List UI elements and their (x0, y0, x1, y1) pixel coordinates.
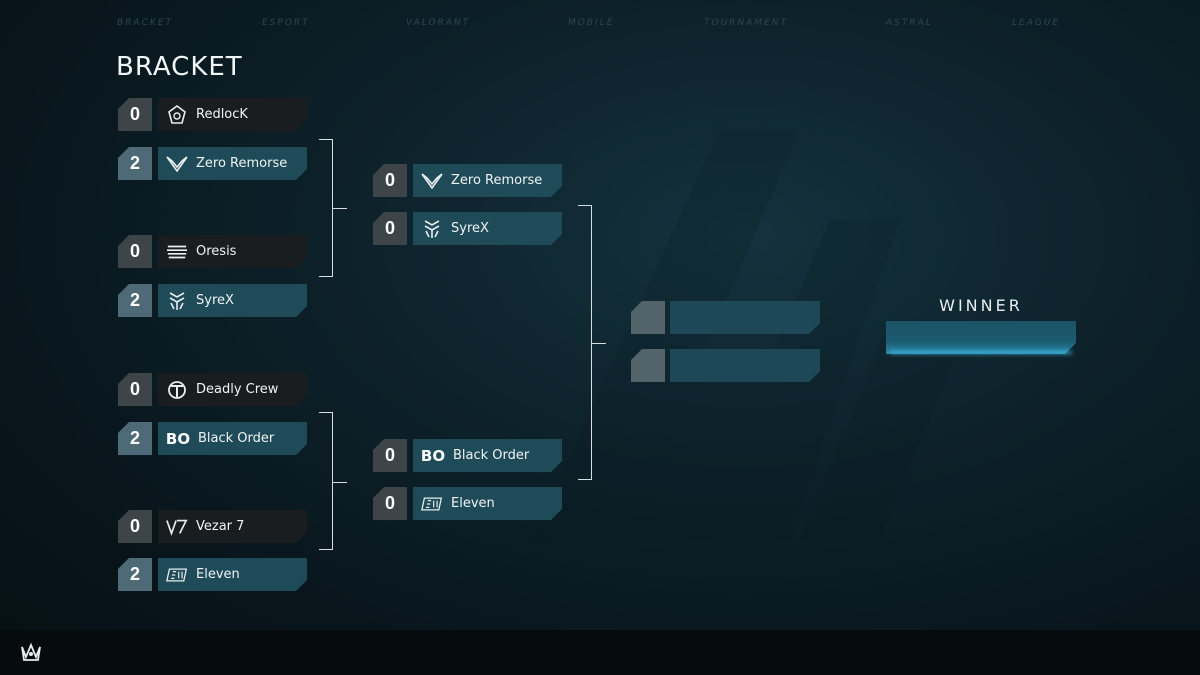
team-card[interactable]: Eleven (158, 558, 307, 591)
bracket-connector (333, 208, 347, 209)
black-order-logo: BO (165, 429, 191, 448)
nav-item-tournament[interactable]: TOURNAMENT (704, 18, 788, 28)
team-card[interactable]: BO Black Order (158, 422, 307, 455)
nav-item-valorant[interactable]: VALORANT (406, 18, 471, 28)
final-team-slot[interactable] (670, 349, 820, 382)
page-title: BRACKET (116, 52, 243, 82)
score-badge: 0 (373, 212, 407, 245)
score-badge: 2 (118, 147, 152, 180)
oresis-icon (166, 241, 188, 263)
crown-logo-icon (21, 642, 41, 661)
bracket-connector (319, 549, 333, 550)
score-badge: 0 (118, 373, 152, 406)
team-name: RedlocK (196, 107, 248, 122)
team-name: Black Order (453, 448, 530, 463)
bracket-connector (332, 139, 333, 276)
bracket-connector (333, 482, 347, 483)
bracket-connector (578, 479, 592, 480)
team-name: Black Order (198, 431, 275, 446)
score-badge: 0 (118, 510, 152, 543)
nav-item-esport[interactable]: ESPORT (262, 18, 310, 28)
final-score-slot (631, 349, 665, 382)
score-badge: 0 (373, 487, 407, 520)
score-badge: 0 (373, 439, 407, 472)
bracket-connector (591, 205, 592, 479)
bracket-connector (319, 139, 333, 140)
deadly-crew-icon (166, 379, 188, 401)
bracket-connector (578, 205, 592, 206)
nav-item-league[interactable]: LEAGUE (1012, 18, 1061, 28)
score-badge: 0 (118, 235, 152, 268)
final-score-slot (631, 301, 665, 334)
final-team-slot[interactable] (670, 301, 820, 334)
syrex-icon (421, 218, 443, 240)
team-card[interactable]: RedlocK (158, 98, 307, 131)
team-name: Zero Remorse (196, 156, 288, 171)
zero-remorse-icon (421, 170, 443, 192)
winner-slot[interactable] (886, 321, 1076, 354)
team-name: Vezar 7 (196, 519, 245, 534)
team-name: SyreX (451, 221, 489, 236)
score-badge: 0 (373, 164, 407, 197)
winner-label: WINNER (939, 296, 1023, 315)
redlock-icon (166, 104, 188, 126)
winner-glow (890, 351, 1072, 354)
team-card[interactable]: Deadly Crew (158, 373, 307, 406)
team-card[interactable]: Eleven (413, 487, 562, 520)
top-nav: BRACKET ESPORT VALORANT MOBILE TOURNAMEN… (0, 18, 1200, 32)
bracket-connector (592, 343, 606, 344)
team-card[interactable]: SyreX (413, 212, 562, 245)
team-name: Deadly Crew (196, 382, 279, 397)
team-name: SyreX (196, 293, 234, 308)
score-badge: 2 (118, 558, 152, 591)
black-order-logo: BO (420, 446, 446, 465)
syrex-icon (166, 290, 188, 312)
score-badge: 2 (118, 284, 152, 317)
bracket-connector (332, 412, 333, 549)
team-name: Eleven (451, 496, 495, 511)
nav-item-bracket[interactable]: BRACKET (117, 18, 173, 28)
team-card[interactable]: Vezar 7 (158, 510, 307, 543)
eleven-icon (166, 564, 188, 586)
score-badge: 0 (118, 98, 152, 131)
nav-item-astral[interactable]: ASTRAL (886, 18, 933, 28)
zero-remorse-icon (166, 153, 188, 175)
bracket-connector (319, 276, 333, 277)
team-name: Zero Remorse (451, 173, 543, 188)
team-card[interactable]: Zero Remorse (413, 164, 562, 197)
footer-bar (0, 630, 1200, 675)
vezar7-icon (166, 516, 188, 538)
bracket-connector (319, 412, 333, 413)
team-name: Oresis (196, 244, 237, 259)
team-card[interactable]: Oresis (158, 235, 307, 268)
eleven-icon (421, 493, 443, 515)
team-card[interactable]: SyreX (158, 284, 307, 317)
score-badge: 2 (118, 422, 152, 455)
nav-item-mobile[interactable]: MOBILE (568, 18, 615, 28)
team-card[interactable]: Zero Remorse (158, 147, 307, 180)
team-name: Eleven (196, 567, 240, 582)
team-card[interactable]: BO Black Order (413, 439, 562, 472)
